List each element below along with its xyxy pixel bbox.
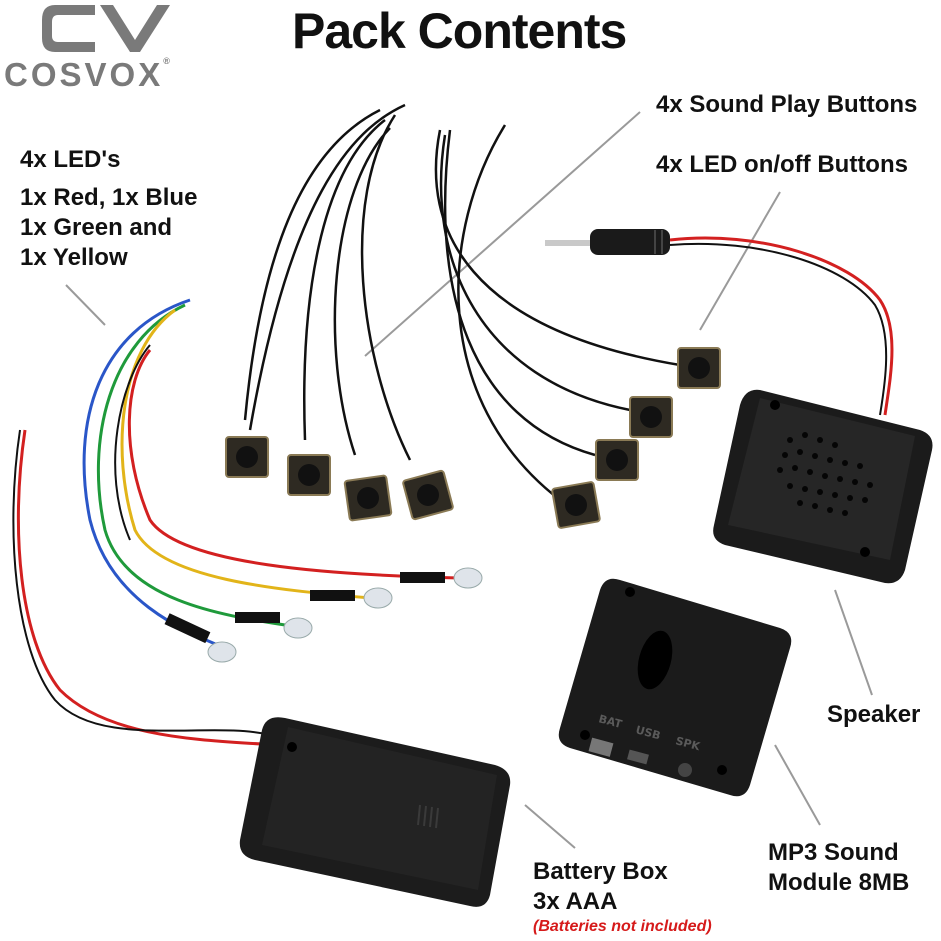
led-buttons-label: 4x LED on/off Buttons	[656, 151, 908, 178]
sound-button-wires	[243, 103, 412, 461]
brand-name-text: COSVOX	[4, 56, 164, 93]
led-heads	[164, 567, 483, 663]
page-title: Pack Contents	[292, 3, 627, 59]
module-marking-usb: USB	[634, 723, 662, 742]
mp3-label-line-2: Module 8MB	[768, 869, 910, 896]
callout-lines	[65, 111, 873, 849]
speaker-box	[713, 389, 933, 584]
led-button-wires	[434, 124, 681, 501]
brand-registered-mark: ®	[163, 56, 170, 66]
speaker-label: Speaker	[827, 701, 921, 728]
cosvox-logo-mark	[42, 5, 170, 52]
audio-plug	[545, 229, 894, 416]
module-marking-bat: BAT	[597, 712, 624, 731]
battery-wires	[12, 429, 276, 747]
leds-label-line-4: 1x Yellow	[20, 244, 128, 271]
sound-play-buttons	[225, 436, 454, 522]
module-marking-spk: SPK	[674, 734, 701, 753]
leds-label-line-3: 1x Green and	[20, 214, 173, 241]
led-onoff-buttons	[551, 347, 721, 529]
battery-label-line-1: Battery Box	[533, 858, 668, 885]
battery-note: (Batteries not included)	[533, 918, 712, 935]
mp3-label-line-1: MP3 Sound	[768, 839, 899, 866]
mp3-module: BAT USB SPK	[558, 578, 792, 797]
led-wires	[82, 298, 461, 652]
leds-label-line-1: 4x LED's	[20, 146, 121, 173]
leds-label-line-2: 1x Red, 1x Blue	[20, 184, 198, 211]
brand-name: COSVOX®	[4, 56, 170, 94]
mp3-module-label: MP3 Sound Module 8MB	[768, 838, 909, 898]
leds-label: 4x LED's 1x Red, 1x Blue 1x Green and 1x…	[20, 145, 197, 273]
sound-buttons-label: 4x Sound Play Buttons	[656, 91, 918, 118]
battery-label: Battery Box 3x AAA	[533, 857, 668, 917]
battery-label-line-2: 3x AAA	[533, 888, 618, 915]
battery-box	[239, 717, 511, 907]
